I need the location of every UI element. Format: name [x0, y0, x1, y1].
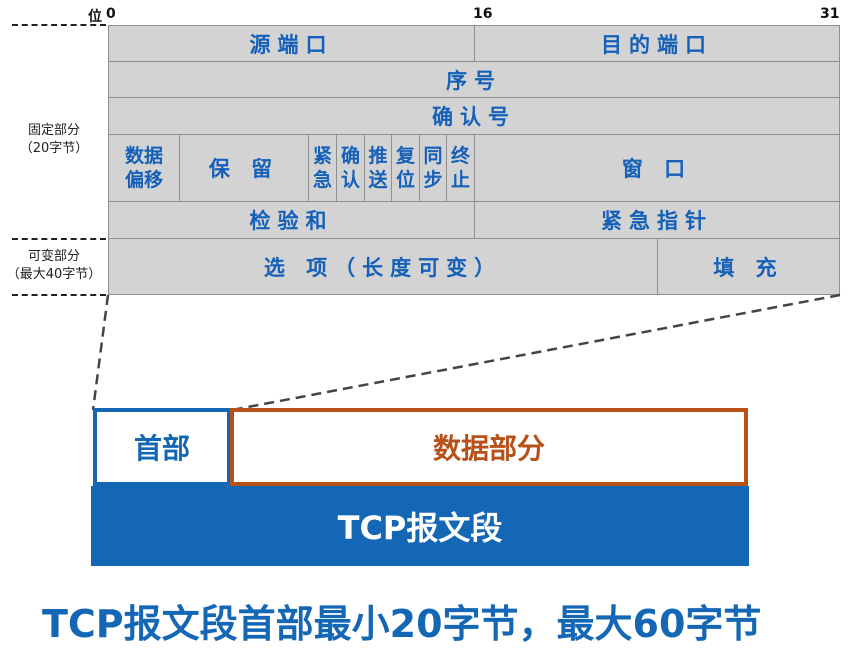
field-ack-number: 确认号 [108, 97, 840, 135]
fixed-part-top-marker [12, 24, 106, 26]
flag-fin: 终止 [446, 134, 475, 202]
fixed-part-title: 固定部分 [27, 123, 80, 138]
field-options: 选 项（长度可变） [108, 238, 658, 295]
flag-urg: 紧急 [308, 134, 337, 202]
variable-part-title: 可变部分 [27, 249, 80, 264]
bottom-caption: TCP报文段首部最小20字节，最大60字节 [42, 602, 762, 646]
field-data-offset: 数据偏移 [108, 134, 180, 202]
fixed-part-size: （20字节） [19, 141, 89, 156]
variable-part-label: 可变部分 （最大40字节） [0, 248, 108, 284]
field-padding: 填 充 [657, 238, 840, 295]
field-window: 窗 口 [474, 134, 840, 202]
field-checksum: 检验和 [108, 201, 475, 239]
tcp-segment-bar: TCP报文段 [91, 486, 749, 566]
field-urgent-pointer: 紧急指针 [474, 201, 840, 239]
bit-label-31: 31 [820, 6, 840, 22]
flag-psh: 推送 [364, 134, 392, 202]
bit-label-prefix: 位 [88, 9, 102, 25]
connector-right-line [231, 293, 841, 412]
field-source-port: 源端口 [108, 25, 475, 62]
field-reserved: 保 留 [179, 134, 309, 202]
variable-part-size: （最大40字节） [6, 267, 102, 282]
bit-label-0: 0 [106, 6, 116, 22]
field-sequence-number: 序号 [108, 61, 840, 98]
flag-rst: 复位 [391, 134, 420, 202]
segment-header-box: 首部 [93, 408, 231, 486]
segment-data-box: 数据部分 [230, 408, 748, 486]
flag-ack: 确认 [336, 134, 365, 202]
connector-left-line [91, 294, 110, 411]
fixed-part-label: 固定部分 （20字节） [2, 122, 106, 158]
variable-part-bottom-marker [12, 294, 106, 296]
fixed-part-bottom-marker [12, 238, 106, 240]
bit-label-16: 16 [473, 6, 493, 22]
